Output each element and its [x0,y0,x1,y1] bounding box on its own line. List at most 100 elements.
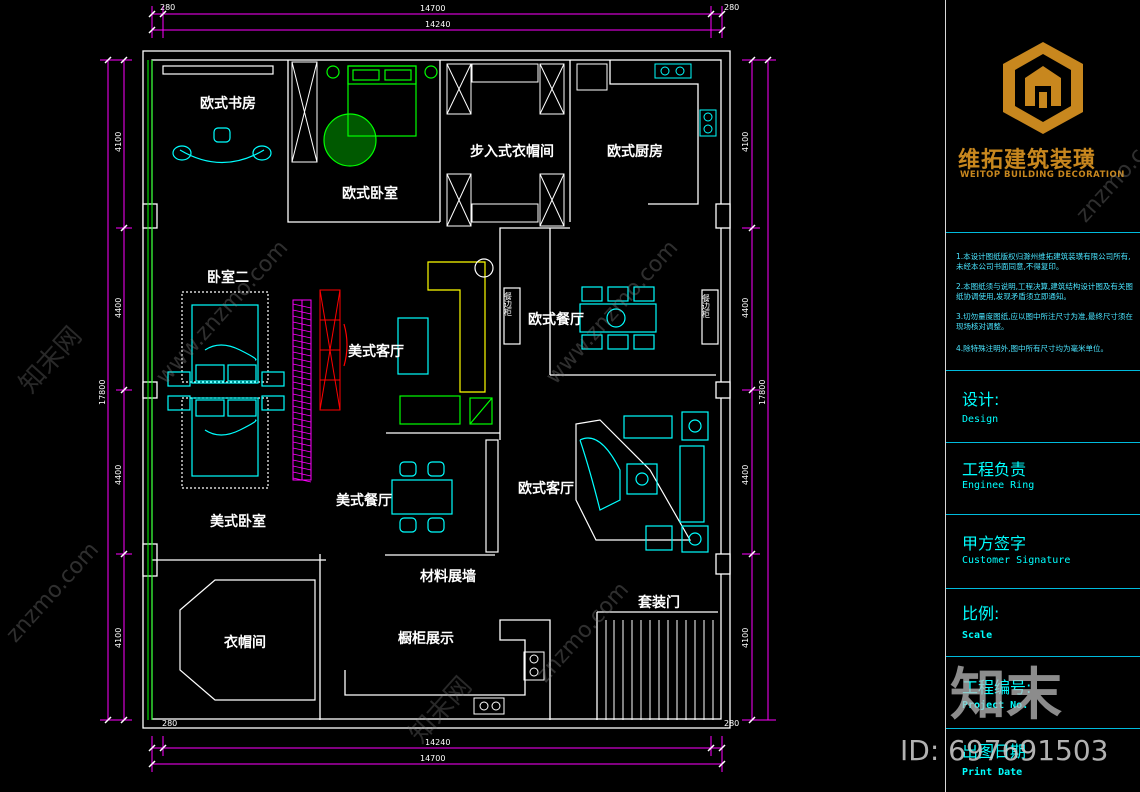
customer-label: 甲方签字 [962,534,1027,553]
customer-label-en: Customer Signature [962,555,1071,566]
sideboard-label-right: 餐边柜 [702,294,711,319]
dim-bottom-left-small: 280 [162,719,177,728]
room-label-living-us: 美式客厅 [348,343,404,360]
beds-bedroom2 [167,291,285,489]
note-4: 4.除特殊注明外,图中所有尺寸均为毫米单位。 [956,344,1109,353]
hatch-line [292,333,312,339]
hatch-line [292,369,312,375]
dim-top-right-small: 280 [724,3,739,12]
dining-eu-furniture [503,286,719,350]
hatch-line [292,303,312,309]
hatch-line [292,339,312,345]
study-desk-chair [162,65,274,164]
hatch-line [292,321,312,327]
dimension-ticks [104,10,772,768]
design-label: 设计: [962,390,1000,409]
hatch-line [292,405,312,411]
hatch-line [292,411,312,417]
dimension-lines [100,6,776,772]
dim-left-total: 17800 [98,380,107,405]
dim-top-left-small: 280 [160,3,175,12]
hatch-line [292,429,312,435]
hatch-line [292,465,312,471]
dim-left-3: 4400 [114,465,123,485]
hatch-line [292,381,312,387]
dim-left-1: 4100 [114,132,123,152]
room-label-kitchen: 欧式厨房 [607,143,663,160]
hatch-line [292,435,312,441]
walls [142,50,731,729]
divider-5 [946,588,1140,589]
dim-right-2: 4400 [741,298,750,318]
dim-left-2: 4400 [114,298,123,318]
hatch-line [292,357,312,363]
bed-eu [323,65,438,167]
room-label-dining-eu: 欧式餐厅 [528,311,584,328]
hatch-line [292,459,312,465]
room-label-cabinet: 橱柜展示 [398,630,454,647]
dim-right-1: 4100 [741,132,750,152]
engineer-label: 工程负责 [962,460,1027,479]
watermark-id: ID: 697691503 [900,734,1109,767]
hatch-line [292,417,312,423]
divider-6 [946,656,1140,657]
watermark-brand: 知末 [950,663,1062,728]
room-label-walkin: 步入式衣帽间 [470,143,554,160]
sideboard-label-left: 餐边柜 [504,292,513,317]
floor-plan: 14700 14240 280 280 14240 14700 280 280 … [98,3,776,772]
divider-1 [946,232,1140,233]
cloak-room-outline [179,579,316,701]
print-date-label: 出图日期 [962,742,1027,761]
dim-left-4: 4100 [114,628,123,648]
print-date-label-en: Print Date [962,767,1023,778]
dim-top-inner: 14240 [425,20,450,29]
wardrobes [291,61,565,227]
living-eu-furniture [575,411,709,553]
hatch-line [292,309,312,315]
dim-top-total: 14700 [420,4,445,13]
dim-right-total: 17800 [758,380,767,405]
room-label-study: 欧式书房 [200,95,256,112]
divider-7 [946,728,1140,729]
hatch-line [292,447,312,453]
room-label-bedroom-us: 美式卧室 [210,513,266,530]
hatch-line [292,315,312,321]
engineer-label-en: Enginee Ring [962,480,1035,491]
dim-bottom-total: 14700 [420,754,445,763]
cabinet-display-fixtures [473,651,545,715]
dining-us-furniture [391,439,499,553]
room-label-cloak: 衣帽间 [224,634,266,651]
hatch-line [292,387,312,393]
hatch-line [292,363,312,369]
left-window [147,60,153,720]
hatch-line [292,441,312,447]
divider-4 [946,514,1140,515]
hatch-line [292,423,312,429]
room-label-material-wall: 材料展墙 [420,568,476,585]
hatch-line [292,399,312,405]
hatch-line [292,351,312,357]
hatch-line [292,345,312,351]
hatch-line [292,477,312,483]
kitchen-fixtures [576,63,717,137]
dim-bottom-inner: 14240 [425,738,450,747]
hatch-line [292,393,312,399]
title-block: 维拓建筑装璜 WEITOP BUILDING DECORATION 1.本设计图… [945,0,1140,792]
note-3: 3.切勿量度图纸,应以图中所注尺寸为准,最终尺寸须在现场核对调整。 [956,312,1133,331]
dim-right-4: 4100 [741,628,750,648]
hatch-line [292,327,312,333]
stairs [605,620,714,720]
room-label-set-door: 套装门 [638,594,680,611]
dim-right-3: 4400 [741,465,750,485]
project-label-en: Project No. [962,700,1029,711]
red-cabinets [319,289,341,411]
room-label-bedroom2: 卧室二 [207,269,249,286]
hatch-line [292,375,312,381]
scale-label-en: Scale [962,630,993,641]
company-name-cn: 维拓建筑装璜 [958,148,1097,173]
company-name-en: WEITOP BUILDING DECORATION [960,170,1125,180]
living-us-furniture [343,258,494,425]
design-label-en: Design [962,414,999,425]
note-2: 2.本图纸须与说明,工程决算,建筑结构设计图及有关图纸协调使用,发现矛盾须立即通… [956,282,1133,301]
magenta-hatch [292,303,312,483]
